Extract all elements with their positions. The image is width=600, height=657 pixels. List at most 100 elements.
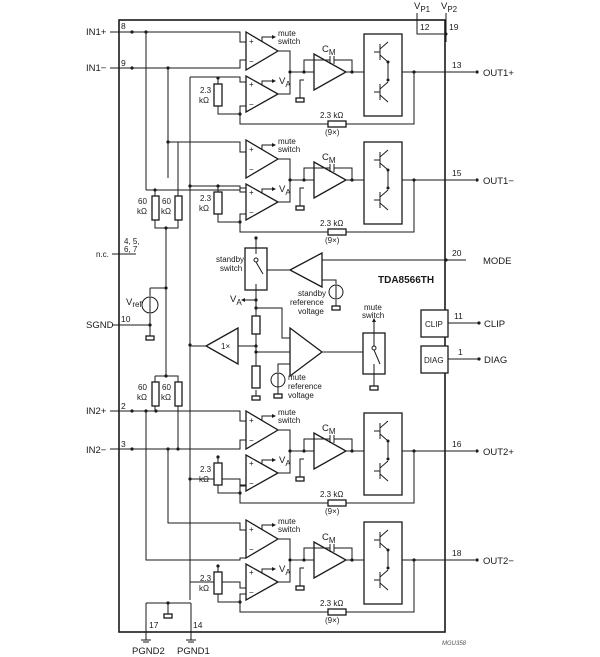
svg-text:VA: VA bbox=[279, 184, 291, 197]
svg-text:(9×): (9×) bbox=[325, 616, 340, 625]
feedback-resistor bbox=[327, 120, 347, 128]
vp2-label: VP2 bbox=[441, 1, 458, 14]
svg-text:2.3 kΩ: 2.3 kΩ bbox=[320, 490, 343, 499]
svg-text:DIAG: DIAG bbox=[424, 356, 444, 365]
chip-name: TDA8566TH bbox=[378, 275, 434, 286]
svg-text:60: 60 bbox=[138, 197, 147, 206]
output-stage bbox=[363, 141, 403, 225]
svg-text:mute: mute bbox=[364, 303, 382, 312]
pin-11: 11 bbox=[454, 311, 463, 321]
output-label: OUT1+ bbox=[483, 68, 514, 79]
svg-text:switch: switch bbox=[278, 525, 300, 534]
in1-plus-label: IN1+ bbox=[86, 27, 107, 38]
svg-text:CLIP: CLIP bbox=[425, 320, 443, 329]
feedback-resistor bbox=[327, 608, 347, 616]
svg-text:14: 14 bbox=[193, 620, 203, 630]
diag-block bbox=[420, 345, 449, 374]
svg-text:CM: CM bbox=[322, 152, 336, 165]
svg-text:+: + bbox=[249, 416, 254, 425]
supply-pins: VP1 VP2 12 19 bbox=[414, 1, 459, 42]
vref-label: Vref bbox=[126, 297, 142, 309]
divider-resistor-bottom bbox=[251, 365, 261, 389]
svg-text:−: − bbox=[249, 57, 254, 66]
resistor-2k3 bbox=[213, 191, 223, 215]
pin-12: 12 bbox=[420, 22, 430, 32]
svg-text:(9×): (9×) bbox=[325, 507, 340, 516]
svg-text:mute: mute bbox=[278, 137, 296, 146]
svg-text:18: 18 bbox=[452, 548, 462, 558]
resistor-2k3 bbox=[213, 83, 223, 107]
svg-text:switch: switch bbox=[278, 145, 300, 154]
standby-comparator bbox=[288, 251, 323, 289]
diag-label: DIAG bbox=[484, 355, 507, 366]
svg-text:switch: switch bbox=[362, 311, 384, 320]
svg-text:switch: switch bbox=[278, 37, 300, 46]
svg-text:4, 5,: 4, 5, bbox=[124, 237, 140, 246]
svg-text:−: − bbox=[249, 436, 254, 445]
resistor-60k-upper: 60 kΩ 60 kΩ bbox=[137, 142, 183, 288]
pin-9: 9 bbox=[121, 58, 126, 68]
svg-text:kΩ: kΩ bbox=[161, 393, 171, 402]
va-label: VA bbox=[230, 294, 242, 307]
svg-text:(9×): (9×) bbox=[325, 128, 340, 137]
svg-text:60: 60 bbox=[162, 197, 171, 206]
pgnd-pins: 17 14 PGND2 PGND1 bbox=[132, 601, 210, 657]
resistor-2k3 bbox=[213, 462, 223, 486]
figure-code: MGU358 bbox=[442, 641, 467, 647]
resistor-60k-lower: 60 kΩ 60 kΩ bbox=[137, 288, 183, 449]
svg-text:VA: VA bbox=[279, 76, 291, 89]
nc-pins: n.c. 4, 5, 6, 7 bbox=[96, 237, 140, 259]
pin-2: 2 bbox=[121, 401, 126, 411]
in2-minus-label: IN2− bbox=[86, 445, 107, 456]
feedback-resistor bbox=[327, 228, 347, 236]
svg-text:6, 7: 6, 7 bbox=[124, 245, 138, 254]
svg-text:reference: reference bbox=[288, 382, 322, 391]
svg-text:2.3 kΩ: 2.3 kΩ bbox=[320, 111, 343, 120]
amplifier-channel: + − mute switch + − VA 2.3 kΩ CM bbox=[199, 517, 514, 625]
sgnd-vref: SGND 10 Vref bbox=[86, 286, 168, 341]
in2-plus-label: IN2+ bbox=[86, 406, 107, 417]
svg-text:standby: standby bbox=[216, 255, 244, 264]
input-opamp bbox=[245, 138, 280, 180]
input-pins: IN1+ 8 IN1− 9 IN2+ 2 IN2− 3 bbox=[86, 21, 126, 456]
svg-text:kΩ: kΩ bbox=[161, 207, 171, 216]
svg-text:+: + bbox=[249, 80, 254, 89]
standby-switch-box bbox=[244, 247, 268, 291]
pin-3: 3 bbox=[121, 439, 126, 449]
output-label: OUT1− bbox=[483, 176, 514, 187]
svg-text:mute: mute bbox=[278, 408, 296, 417]
mute-section: 1× mute reference voltage mute switch bbox=[190, 300, 386, 401]
mode-pin: 20 MODE bbox=[444, 248, 512, 267]
svg-text:kΩ: kΩ bbox=[199, 204, 209, 213]
input-opamp bbox=[245, 409, 280, 451]
svg-text:+: + bbox=[249, 525, 254, 534]
svg-text:17: 17 bbox=[149, 620, 159, 630]
amplifier-channel: + − mute switch + − VA 2.3 kΩ CM bbox=[199, 29, 514, 137]
pin-19: 19 bbox=[449, 22, 459, 32]
clip-label: CLIP bbox=[484, 319, 505, 330]
svg-text:−: − bbox=[249, 479, 254, 488]
divider-resistor-top bbox=[251, 315, 261, 335]
mute-comparator bbox=[289, 326, 324, 378]
mode-label: MODE bbox=[483, 256, 512, 267]
svg-text:switch: switch bbox=[278, 416, 300, 425]
svg-text:16: 16 bbox=[452, 439, 462, 449]
sgnd-label: SGND bbox=[86, 320, 114, 331]
nc-label: n.c. bbox=[96, 250, 109, 259]
svg-text:+: + bbox=[249, 145, 254, 154]
svg-text:kΩ: kΩ bbox=[137, 207, 147, 216]
in1-minus-label: IN1− bbox=[86, 63, 107, 74]
svg-text:1×: 1× bbox=[221, 342, 230, 351]
svg-text:mute: mute bbox=[288, 373, 306, 382]
pin-20: 20 bbox=[452, 248, 462, 258]
svg-text:2.3: 2.3 bbox=[200, 194, 212, 203]
svg-text:−: − bbox=[249, 588, 254, 597]
output-stage bbox=[363, 33, 403, 117]
svg-text:mute: mute bbox=[278, 517, 296, 526]
svg-text:reference: reference bbox=[290, 298, 324, 307]
svg-text:voltage: voltage bbox=[288, 391, 314, 400]
input-wiring bbox=[110, 30, 246, 600]
svg-text:+: + bbox=[249, 568, 254, 577]
svg-text:voltage: voltage bbox=[298, 307, 324, 316]
